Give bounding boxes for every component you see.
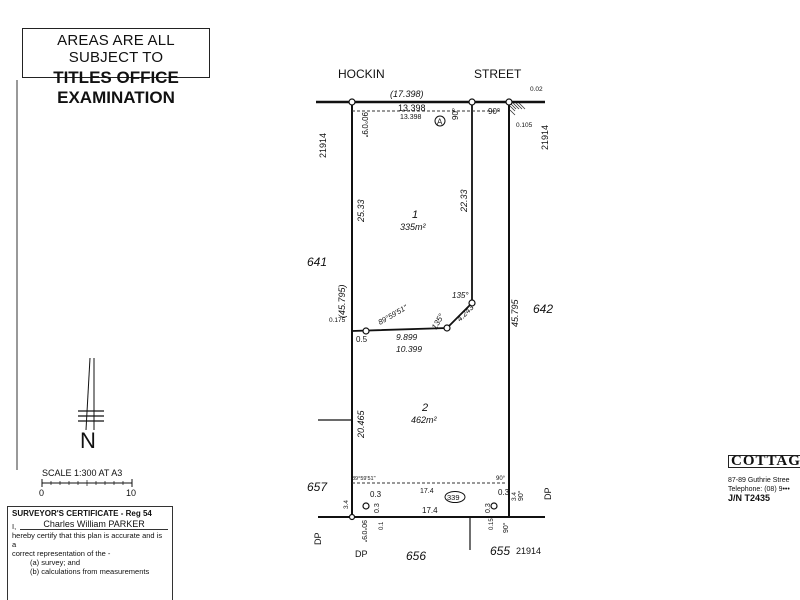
offset-03-right2: 0.3	[485, 503, 492, 513]
dp-label-left: DP	[313, 532, 323, 545]
lot-1-area: 335m²	[400, 222, 427, 232]
peg	[362, 502, 370, 510]
offset-03-right: 0.3	[498, 488, 510, 497]
angle-left-bottom: 89°59'51"	[352, 476, 376, 482]
plan-number-bottom-right: 21914	[516, 546, 541, 556]
scale-label: SCALE 1:300 AT A3	[42, 468, 122, 478]
offset-0175: 0.175	[329, 317, 346, 324]
offset-34-right: 3.4	[511, 492, 518, 501]
surveyor-certificate: SURVEYOR'S CERTIFICATE - Reg 54 I, Charl…	[7, 506, 173, 600]
stamp-line-1: AREAS ARE ALL SUBJECT TO	[57, 32, 175, 66]
certificate-line-1: hereby certify that this plan is accurat…	[12, 531, 163, 549]
job-number: J/N T2435	[728, 493, 771, 503]
stamp-line-2: TITLES OFFICE EXAMINATION	[53, 68, 179, 107]
angle-90-bottom-right: 90°	[517, 490, 525, 501]
peg	[348, 98, 356, 106]
lot-2-area: 462m²	[411, 415, 438, 425]
offset-34-left: 3.4	[343, 500, 350, 509]
peg	[443, 324, 451, 332]
offset-015: 0.15	[489, 518, 495, 530]
easement-oval	[444, 491, 466, 503]
left-total-dim: (45.795)	[337, 284, 347, 318]
angle-90-bottom: 90°	[502, 522, 510, 533]
frontage-dimension: (17.398)	[390, 89, 424, 99]
lot-1-number: 1	[412, 209, 418, 221]
bottom-outer-dim: 17.4	[422, 506, 438, 515]
plan-number-top-right: 21914	[540, 125, 550, 150]
mid-inner-dim: 9.899	[396, 332, 418, 342]
lot-2-number: 2	[421, 402, 428, 414]
firm-logo: COTTAG	[728, 454, 800, 469]
corner-hatching	[509, 102, 526, 116]
neighbor-lot-bottom-left: 657	[307, 480, 328, 494]
angle-90-top-a: 90°	[488, 107, 500, 116]
firm-address: 87-89 Guthrie Stree	[728, 477, 790, 484]
certificate-item-b: (b) calculations from measurements	[30, 567, 150, 576]
peg	[505, 98, 513, 106]
offset-01: 0.1	[379, 521, 385, 530]
angle-135-upper: 135°	[452, 291, 469, 300]
dp-label-right: DP	[543, 487, 553, 500]
peg	[490, 502, 498, 510]
angle-left-top: 90°0'9"	[360, 112, 369, 138]
north-label: N	[80, 428, 96, 453]
offset-05: 0.5	[356, 335, 368, 344]
bottom-inner-dim: 17.4	[420, 488, 434, 495]
offset-03-left2: 0.3	[374, 503, 381, 513]
mark-a-label: A	[437, 118, 443, 127]
peg	[468, 98, 476, 106]
right-offset-105: 0.105	[516, 122, 533, 129]
lot-division-line	[351, 102, 473, 332]
easement-number: 339	[447, 493, 460, 502]
right-offset-top: 0.02	[530, 86, 543, 93]
peg	[348, 513, 356, 521]
angle-90-top-b: 90°	[451, 108, 460, 120]
mark-a-circle	[434, 115, 446, 127]
plan-number-top-left: 21914	[318, 133, 328, 158]
angle-left-mid: 89°59'51"	[377, 303, 410, 327]
top-outer-dim: 13.398	[398, 103, 426, 113]
lot1-right-dim: 22.33	[459, 189, 469, 213]
north-arrow: N	[78, 357, 104, 453]
left-upper-dim: 25.33	[356, 199, 366, 223]
scale-bar: SCALE 1:300 AT A3 0 10	[39, 468, 136, 498]
peg	[362, 327, 370, 335]
angle-90-bottom-small: 90°	[496, 476, 506, 482]
titles-stamp: AREAS ARE ALL SUBJECT TO TITLES OFFICE E…	[22, 28, 210, 107]
right-total-dim: 45.795	[510, 298, 520, 327]
mid-outer-dim: 10.399	[396, 344, 422, 354]
neighbor-lot-bottom-mid: 656	[406, 549, 426, 563]
certificate-title: SURVEYOR'S CERTIFICATE - Reg 54	[12, 509, 152, 518]
certificate-prefix: I,	[12, 522, 17, 531]
left-lower-dim: 20.465	[356, 409, 366, 439]
surveyor-name: Charles William PARKER	[20, 520, 168, 530]
scale-end: 10	[126, 488, 136, 498]
angle-bottom-left: 90°0'9"	[360, 520, 368, 543]
neighbor-lot-left: 641	[307, 255, 327, 269]
certificate-line-2: correct representation of the -	[12, 549, 111, 558]
certificate-item-a: (a) survey; and	[30, 558, 81, 567]
survey-pegs	[348, 98, 513, 521]
offset-03-left: 0.3	[370, 490, 382, 499]
dp-label-bottom: DP	[355, 549, 368, 559]
firm-phone: Telephone: (08) 9•••	[728, 486, 790, 493]
firm-block: COTTAG 87-89 Guthrie Stree Telephone: (0…	[728, 454, 800, 515]
street-name-left: HOCKIN	[338, 67, 385, 81]
neighbor-lot-right: 642	[533, 302, 553, 316]
top-inner-dim: 13.398	[400, 114, 422, 121]
neighbor-lot-bottom-right: 655	[490, 544, 510, 558]
street-name-right: STREET	[474, 67, 522, 81]
peg	[468, 299, 476, 307]
scale-start: 0	[39, 488, 44, 498]
